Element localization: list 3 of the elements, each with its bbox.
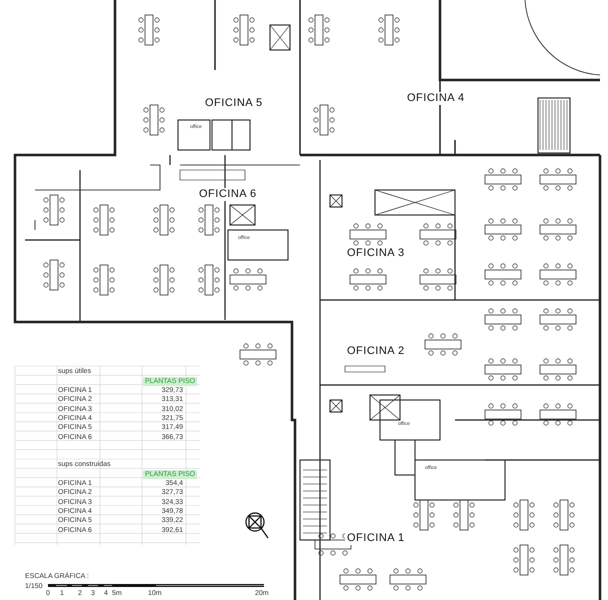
- room-label: OFICINA 6: [197, 188, 259, 201]
- room-label: OFICINA 1: [345, 532, 407, 545]
- room-label: OFICINA 4: [405, 92, 467, 105]
